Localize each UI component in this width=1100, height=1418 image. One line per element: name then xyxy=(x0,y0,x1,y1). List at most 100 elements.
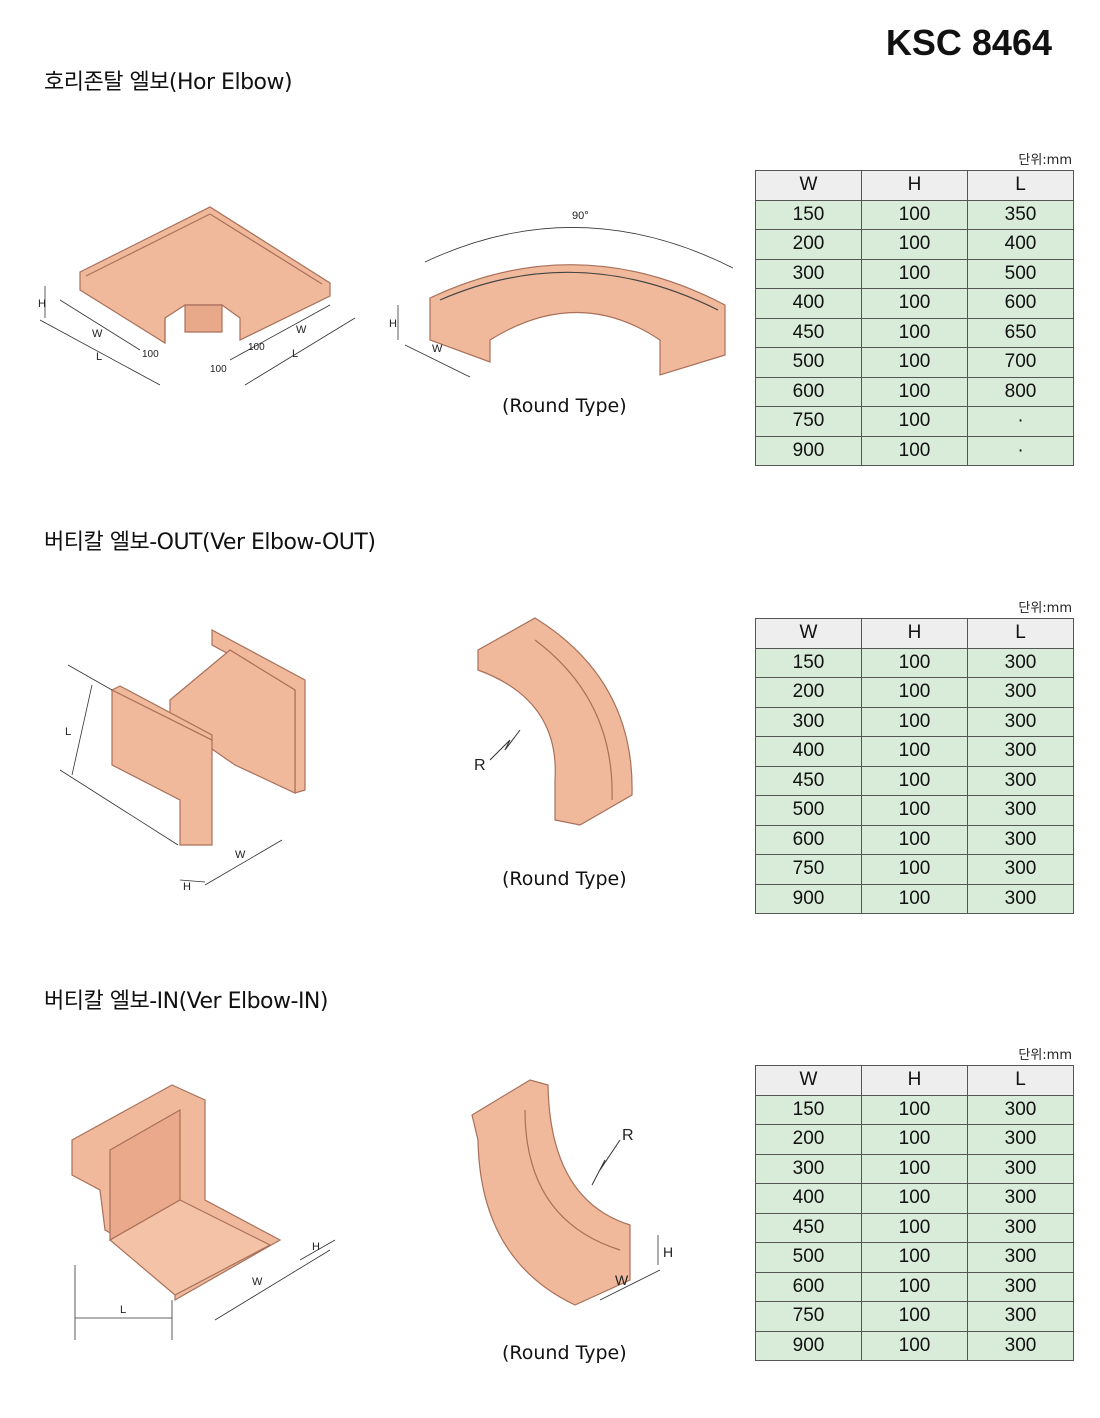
dim-h: H xyxy=(663,1244,673,1260)
column-header: W xyxy=(755,1065,862,1096)
table-cell: 100 xyxy=(861,317,968,348)
ver-elbow-out-drawing: L W H R xyxy=(59,617,633,893)
column-header: H xyxy=(861,1065,968,1096)
table-cell: 300 xyxy=(967,824,1074,855)
table-cell: 100 xyxy=(861,1094,968,1125)
column-header: L xyxy=(967,170,1074,201)
dim-w: W xyxy=(296,324,307,336)
table-cell: 300 xyxy=(967,1094,1074,1125)
table-cell: 600 xyxy=(967,288,1074,319)
table-cell: 800 xyxy=(967,376,1074,407)
table-cell: 300 xyxy=(967,1242,1074,1273)
column-header: W xyxy=(755,618,862,649)
table-cell: 300 xyxy=(967,1330,1074,1361)
section-title-ver-elbow-out: 버티칼 엘보-OUT(Ver Elbow-OUT) xyxy=(44,530,376,555)
dim-l: L xyxy=(292,348,298,360)
table-cell: 100 xyxy=(861,765,968,796)
dim-r: R xyxy=(474,757,486,774)
column-header: W xyxy=(755,170,862,201)
table-cell: 300 xyxy=(967,1301,1074,1332)
unit-label: 단위:mm xyxy=(1018,153,1072,168)
table-cell: 150 xyxy=(755,199,862,230)
table-cell: 500 xyxy=(755,347,862,378)
table-cell: 300 xyxy=(967,1124,1074,1155)
table-cell: 300 xyxy=(967,677,1074,708)
table-cell: 500 xyxy=(967,258,1074,289)
column-header: L xyxy=(967,618,1074,649)
table-cell: 100 xyxy=(861,1183,968,1214)
table-cell: 900 xyxy=(755,435,862,466)
round-type-caption: (Round Type) xyxy=(502,395,627,417)
dim-100: 100 xyxy=(142,349,159,360)
table-cell: · xyxy=(967,435,1074,466)
table-cell: 700 xyxy=(967,347,1074,378)
table-cell: 500 xyxy=(755,795,862,826)
table-cell: 100 xyxy=(861,883,968,914)
table-cell: 100 xyxy=(861,1124,968,1155)
table-cell: 100 xyxy=(861,406,968,437)
dim-100: 100 xyxy=(248,342,265,353)
table-cell: 100 xyxy=(861,288,968,319)
table-cell: 200 xyxy=(755,229,862,260)
table-cell: 300 xyxy=(967,706,1074,737)
dim-h: H xyxy=(183,881,191,893)
table-cell: 300 xyxy=(967,1212,1074,1243)
table-cell: 600 xyxy=(755,376,862,407)
hor-elbow-drawing: H W L 100 100 100 W L 90° H W xyxy=(38,206,734,386)
dim-r: R xyxy=(622,1127,634,1144)
table-cell: 300 xyxy=(967,795,1074,826)
dim-angle: 90° xyxy=(572,210,589,222)
table-cell: 400 xyxy=(967,229,1074,260)
table-cell: 100 xyxy=(861,229,968,260)
table-cell: 100 xyxy=(861,1330,968,1361)
round-type-caption: (Round Type) xyxy=(502,1342,627,1364)
table-cell: 300 xyxy=(967,1153,1074,1184)
dim-l: L xyxy=(120,1304,126,1316)
table-cell: 100 xyxy=(861,824,968,855)
table-cell: 100 xyxy=(861,435,968,466)
table-cell: 300 xyxy=(967,765,1074,796)
table-cell: 100 xyxy=(861,1212,968,1243)
table-cell: 600 xyxy=(755,824,862,855)
table-cell: 300 xyxy=(755,1153,862,1184)
table-cell: 450 xyxy=(755,317,862,348)
dim-w: W xyxy=(615,1272,629,1288)
table-cell: 900 xyxy=(755,1330,862,1361)
table-cell: 100 xyxy=(861,677,968,708)
table-cell: 100 xyxy=(861,347,968,378)
table-cell: 750 xyxy=(755,854,862,885)
dim-l: L xyxy=(96,351,102,363)
table-cell: 600 xyxy=(755,1271,862,1302)
table-cell: 100 xyxy=(861,736,968,767)
dim-l: L xyxy=(65,726,71,738)
standard-code: KSC 8464 xyxy=(885,22,1052,63)
dim-w: W xyxy=(432,343,443,355)
table-cell: 400 xyxy=(755,1183,862,1214)
dim-100: 100 xyxy=(210,364,227,375)
dim-w: W xyxy=(252,1276,263,1288)
table-cell: 200 xyxy=(755,1124,862,1155)
unit-label: 단위:mm xyxy=(1018,1048,1072,1063)
